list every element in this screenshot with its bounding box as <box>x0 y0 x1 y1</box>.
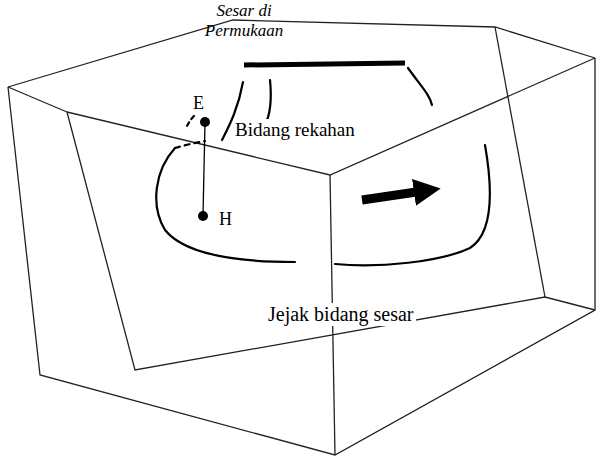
hypocenter-line <box>203 122 205 216</box>
surface-fault-line <box>244 63 405 65</box>
epicenter-dot <box>200 117 210 127</box>
rupture-outline <box>156 68 490 265</box>
slip-arrow <box>362 190 430 200</box>
fault-trace-label: Jejak bidang sesar <box>266 303 416 326</box>
block-edges <box>8 20 595 455</box>
epicenter-label: E <box>193 93 204 114</box>
hypocenter-dot <box>198 211 208 221</box>
rupture-plane-label: Bidang rekahan <box>233 119 357 141</box>
hypocenter-label: H <box>219 209 232 230</box>
surface-fault-label: Sesar di Permukaan <box>185 1 303 40</box>
